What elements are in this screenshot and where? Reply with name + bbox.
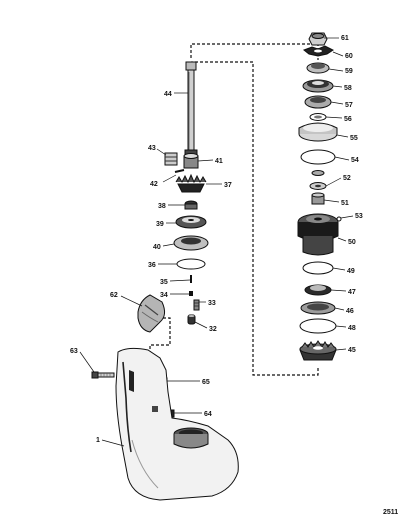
part-33-bushing [193,299,200,311]
part-55-cover-ring [298,122,338,142]
callout-46: 46 [346,308,354,315]
part-47-bearing [304,284,332,296]
part-45-reverse-gear [299,340,337,361]
part-60-tab-washer [303,45,334,57]
part-32-retainer [187,314,196,325]
callout-42: 42 [150,181,158,188]
part-54-o-ring [300,149,336,165]
callout-33: 33 [208,300,216,307]
part-49-o-ring [302,261,334,275]
part-48-o-ring [299,318,337,334]
callout-47: 47 [348,289,356,296]
callout-59: 59 [345,68,353,75]
callout-64: 64 [204,411,212,418]
callout-48: 48 [348,325,356,332]
part-34-roller [189,291,193,296]
part-51-bushing [311,192,325,205]
part-52-washers [309,170,327,190]
part-44-driveshaft [184,61,198,165]
callout-62: 62 [110,292,118,299]
callout-60: 60 [345,53,353,60]
part-39-roller-bearing [175,215,207,229]
callout-36: 36 [148,262,156,269]
callout-37: 37 [224,182,232,189]
callout-45: 45 [348,347,356,354]
callout-50: 50 [348,239,356,246]
callout-53: 53 [355,213,363,220]
part-35-roller [190,275,192,283]
callout-65: 65 [202,379,210,386]
callouts: 61 60 59 58 57 56 55 54 52 51 53 50 49 4… [70,35,398,516]
callout-38: 38 [158,203,166,210]
part-63-bolt [91,371,115,379]
figure-code: 2511 [383,509,398,516]
callout-44: 44 [164,91,172,98]
part-57-bearing-cup [304,95,332,109]
part-43-bushing [164,152,178,166]
part-41-pinion-nut [183,153,199,169]
callout-41: 41 [215,158,223,165]
part-62-seal-cover [137,294,166,333]
callout-35: 35 [160,279,168,286]
part-36-o-ring [176,258,206,270]
callout-52: 52 [343,175,351,182]
callout-32: 32 [209,326,217,333]
callout-54: 54 [351,157,359,164]
callout-40: 40 [153,244,161,251]
callout-61: 61 [341,35,349,42]
callout-39: 39 [156,221,164,228]
part-50-bearing-carrier [297,213,339,256]
callout-55: 55 [350,135,358,142]
part-37-pinion-gear [175,173,207,193]
part-42-pin [174,169,185,173]
callout-51: 51 [341,200,349,207]
part-38-bearing-cup [184,200,198,210]
callout-63: 63 [70,348,78,355]
callout-56: 56 [344,116,352,123]
callout-49: 49 [347,268,355,275]
part-58-tapered-bearing [302,79,334,93]
part-46-thrust-washer [300,301,336,315]
part-56-spacer [309,113,327,121]
callout-57: 57 [345,102,353,109]
callout-43: 43 [148,145,156,152]
callout-58: 58 [344,85,352,92]
part-61-nut [308,32,328,46]
callout-1: 1 [96,437,100,444]
part-59-bearing-race [306,62,330,74]
callout-34: 34 [160,292,168,299]
part-40-bearing-race [173,235,209,251]
part-1-gear-housing [115,347,239,501]
